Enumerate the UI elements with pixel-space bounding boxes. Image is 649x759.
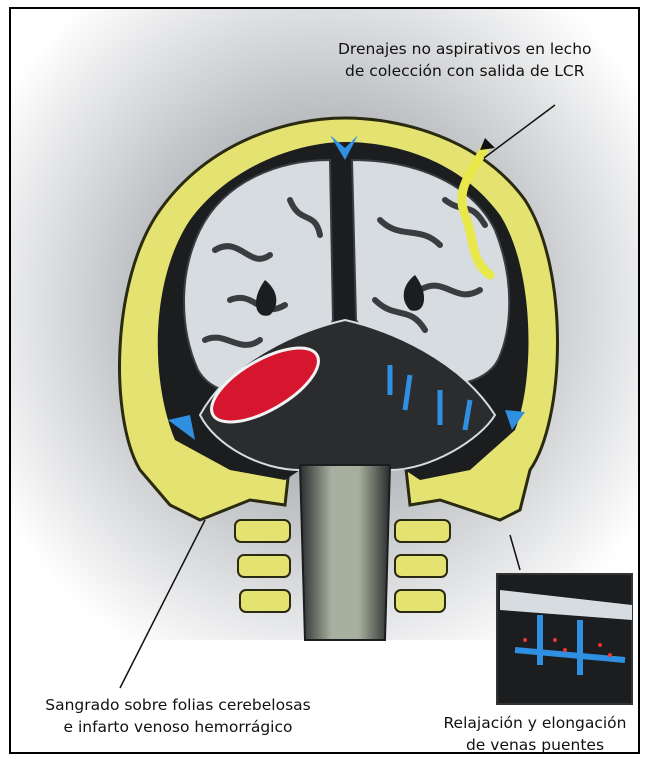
veins-label: Relajación y elongación de venas puentes — [428, 712, 642, 756]
veins-label-line2: de venas puentes — [428, 734, 642, 756]
veins-label-line1: Relajación y elongación — [428, 712, 642, 734]
drainage-label: Drenajes no aspirativos en lecho de cole… — [338, 38, 592, 82]
drainage-label-line2: de colección con salida de LCR — [338, 60, 592, 82]
drainage-label-line1: Drenajes no aspirativos en lecho — [338, 38, 592, 60]
bleeding-label-line2: e infarto venoso hemorrágico — [18, 716, 338, 738]
bleeding-label-line1: Sangrado sobre folias cerebelosas — [18, 694, 338, 716]
brainstem — [300, 465, 390, 640]
bleeding-label: Sangrado sobre folias cerebelosas e infa… — [18, 694, 338, 738]
